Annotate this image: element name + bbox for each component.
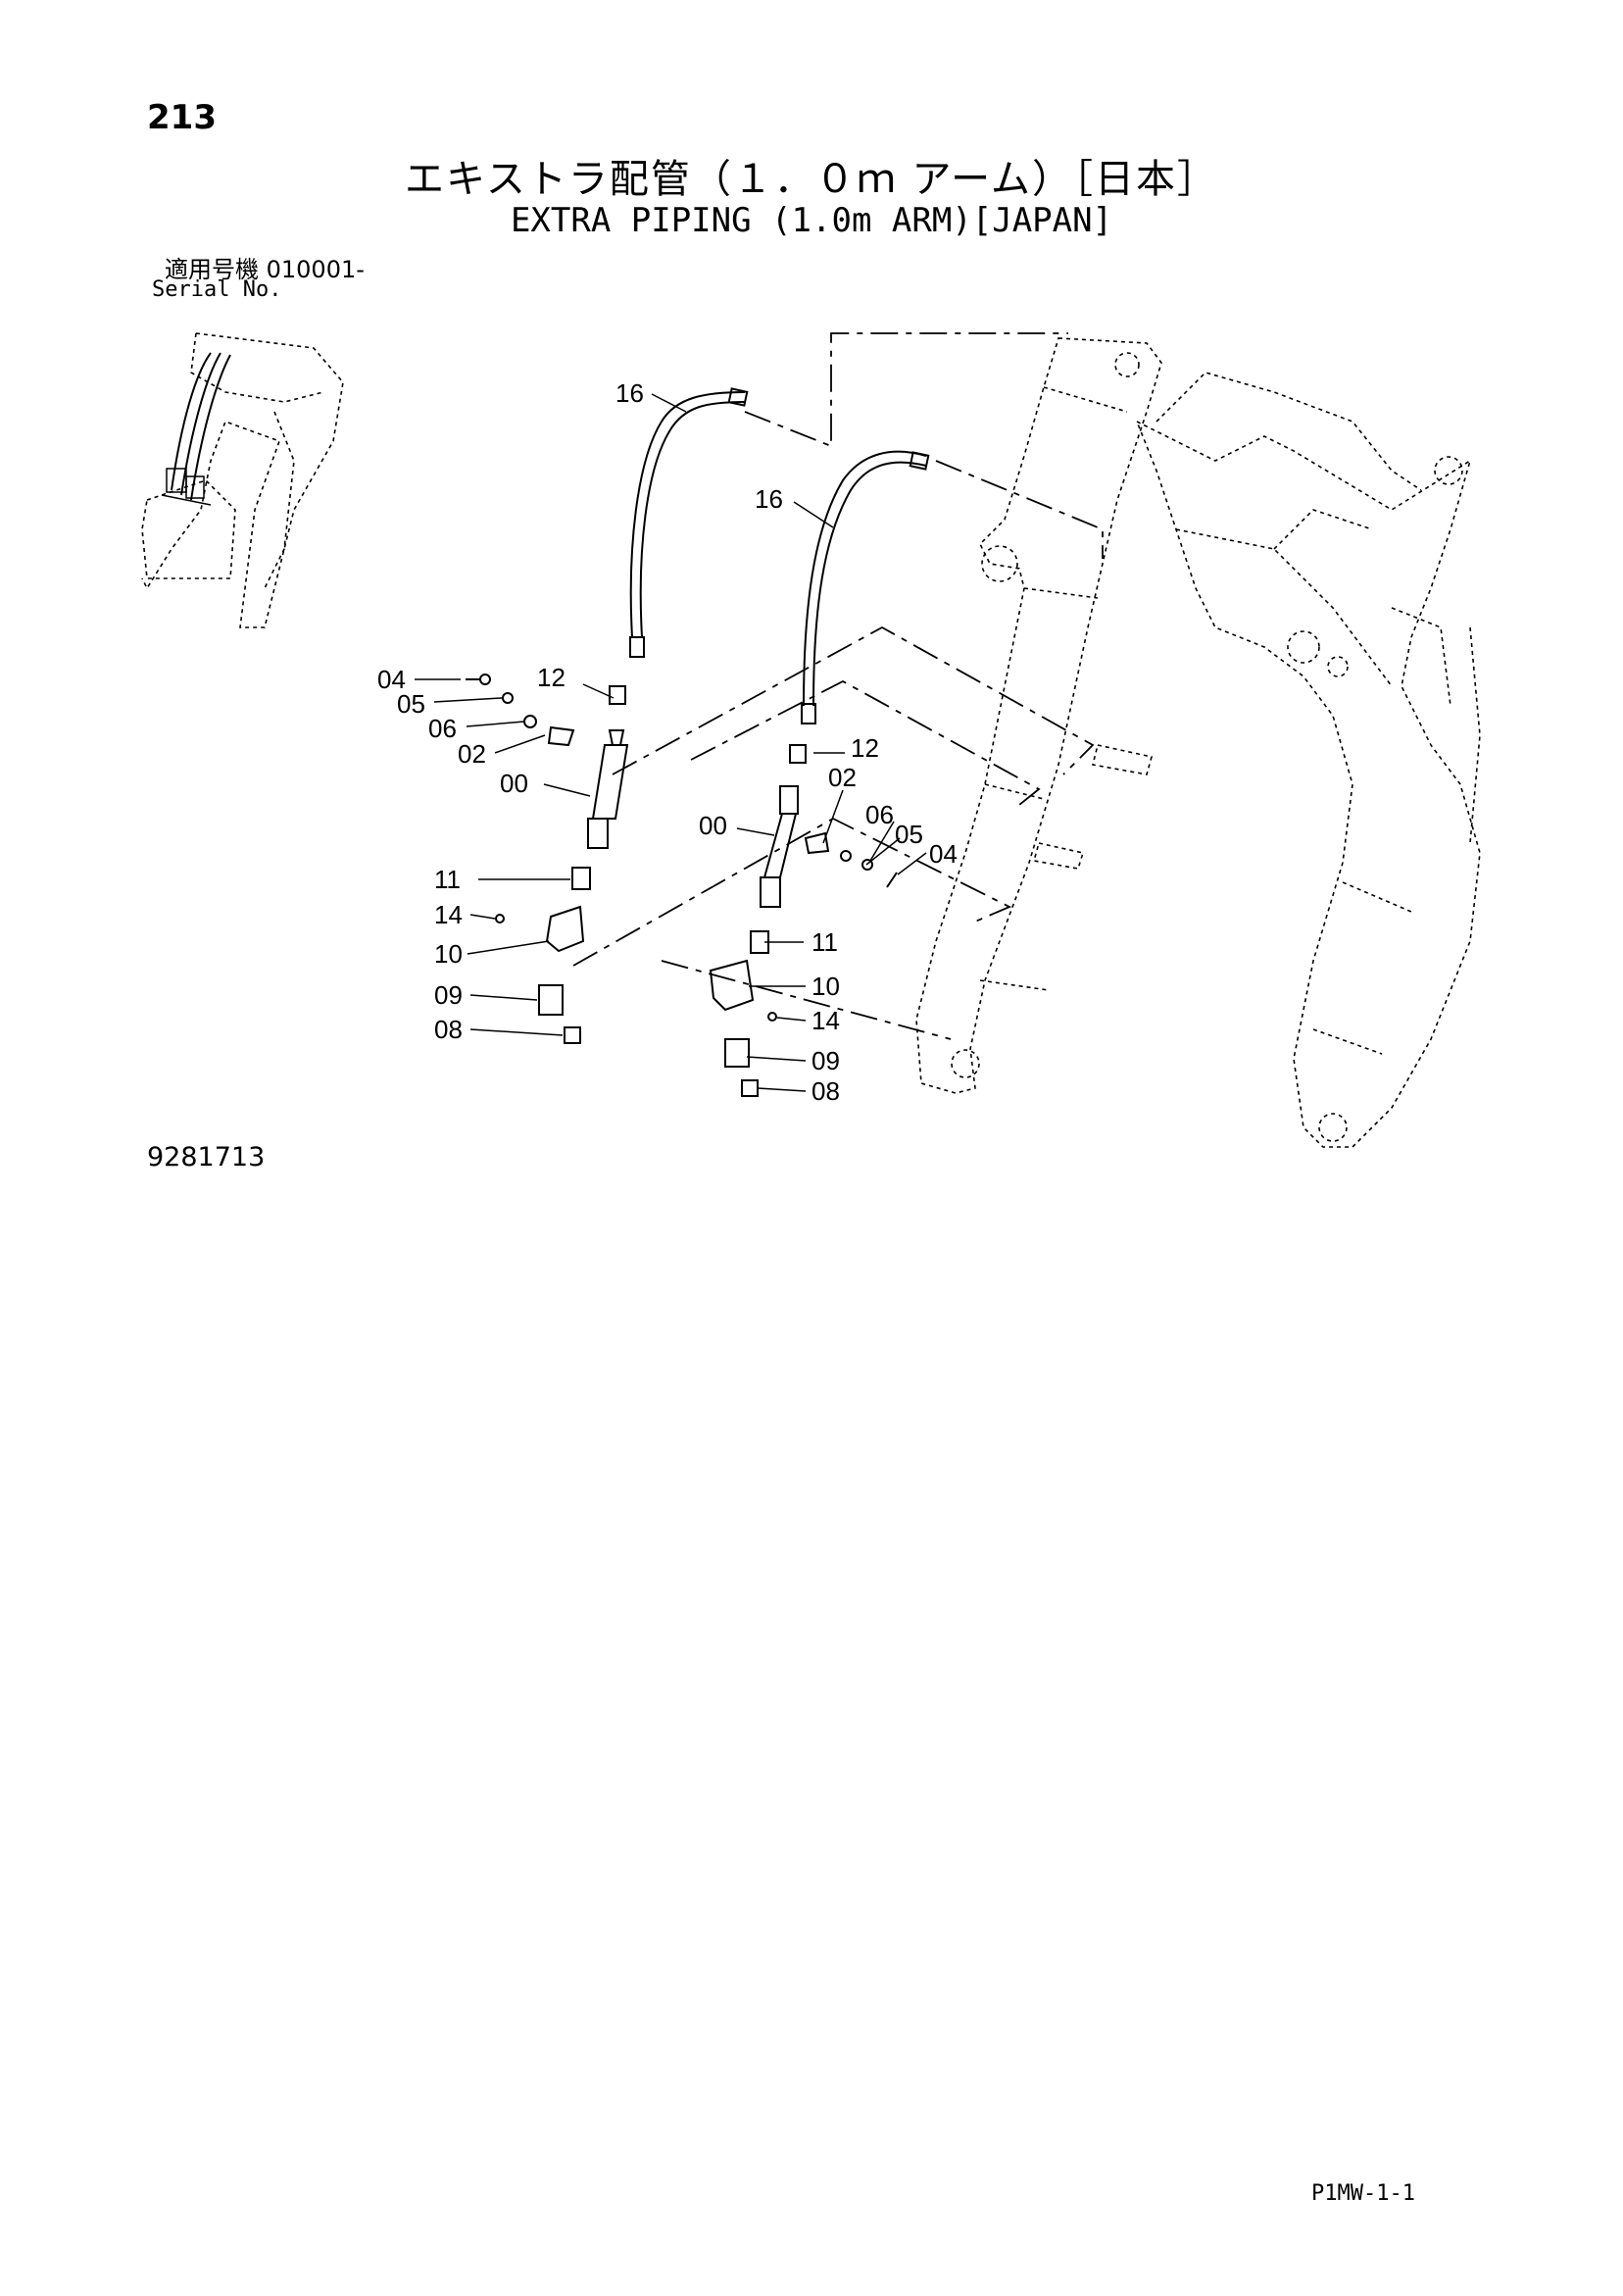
callout-00: 00	[699, 811, 727, 840]
callout-08: 08	[434, 1015, 463, 1044]
diagram-number: 9281713	[147, 1142, 266, 1173]
callouts-right-set: 16 12 02 00 06 05 04 11 10 14 09 08	[699, 484, 958, 1106]
callout-16: 16	[755, 484, 783, 514]
left-hose-assembly	[466, 387, 749, 1044]
callout-02: 02	[828, 763, 857, 792]
callout-11: 11	[812, 927, 838, 957]
callout-leaders	[415, 393, 927, 1092]
arm-assembly-outline	[915, 337, 1481, 1148]
callout-09: 09	[434, 980, 463, 1010]
right-hose-assembly	[709, 450, 930, 1097]
callout-08: 08	[812, 1076, 840, 1106]
callout-04: 04	[377, 665, 406, 694]
callout-14: 14	[812, 1006, 840, 1035]
serial-label-japanese: 適用号機 010001-	[165, 256, 365, 283]
callout-02: 02	[458, 739, 486, 769]
callout-11: 11	[434, 865, 461, 894]
callout-09: 09	[812, 1046, 840, 1075]
callout-05: 05	[895, 820, 923, 849]
page-code: P1MW-1-1	[1311, 2181, 1415, 2206]
page-number: 213	[147, 98, 217, 137]
callout-12: 12	[537, 663, 566, 692]
callout-06: 06	[865, 800, 894, 829]
callout-04: 04	[929, 839, 958, 869]
callout-00: 00	[500, 769, 528, 798]
callout-16: 16	[615, 378, 644, 408]
callout-06: 06	[428, 714, 457, 743]
callout-10: 10	[812, 972, 840, 1001]
page-title-japanese: エキストラ配管（１．０ｍ アーム）［日本］	[405, 157, 1218, 202]
callout-14: 14	[434, 900, 463, 929]
callout-10: 10	[434, 939, 463, 969]
serial-label-english: Serial No.	[152, 277, 282, 302]
callout-05: 05	[397, 689, 425, 719]
callouts-left-set: 16 04 05 06 02 12 00 11 14 10 09 08	[377, 378, 644, 1044]
page-title-english: EXTRA PIPING (1.0m ARM)[JAPAN]	[510, 201, 1113, 240]
assembly-leader-lines	[572, 332, 1104, 1040]
callout-12: 12	[851, 733, 879, 763]
overview-thumbnail	[141, 332, 344, 628]
